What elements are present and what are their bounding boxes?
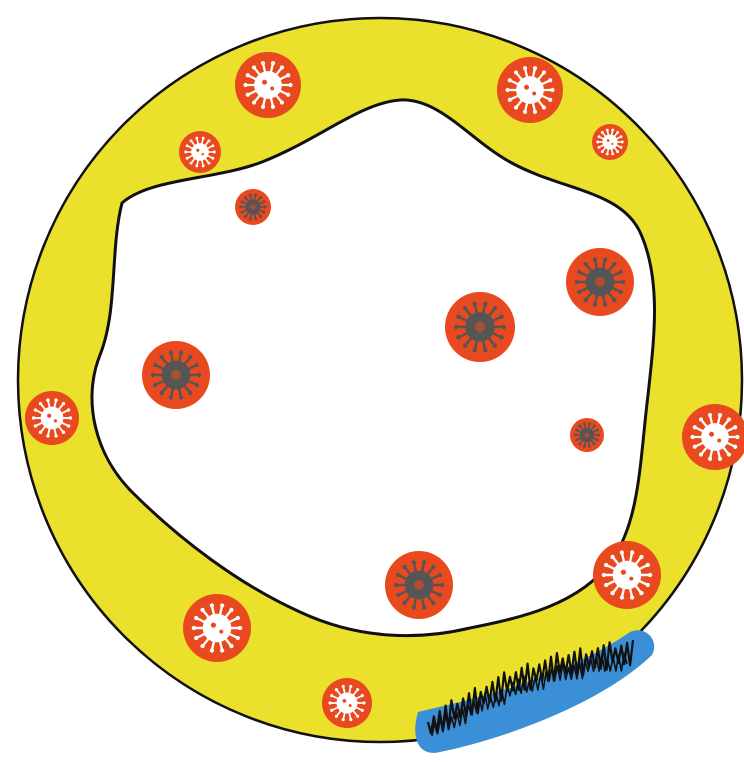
wall-virus-icon	[25, 391, 79, 445]
wall-virus-icon	[179, 131, 221, 173]
wall-virus-icon	[497, 57, 563, 123]
wall-virus-icon	[593, 541, 661, 609]
lumen-virus-icon	[566, 248, 634, 316]
lumen-virus-icon	[142, 341, 210, 409]
lumen-virus-icon	[570, 418, 604, 452]
wall-virus-icon	[235, 52, 301, 118]
wall-virus-icon	[183, 594, 251, 662]
lumen-virus-icon	[385, 551, 453, 619]
wall-virus-icon	[322, 678, 372, 728]
lumen-virus-icon	[235, 189, 271, 225]
wall-virus-icon	[592, 124, 628, 160]
lumen-virus-icon	[445, 292, 515, 362]
